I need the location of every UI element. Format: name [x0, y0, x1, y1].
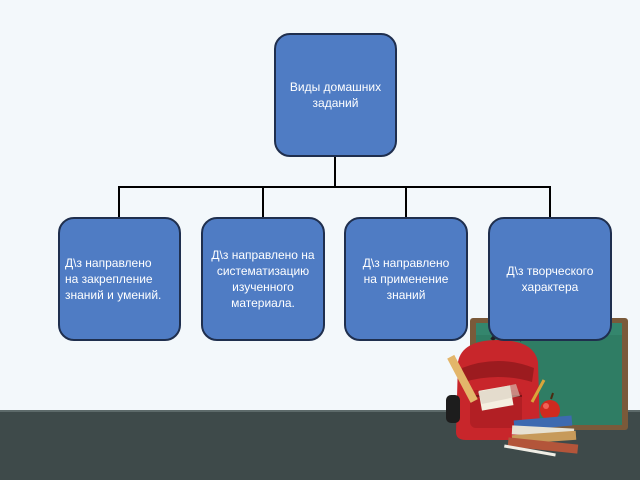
diagram-root-node: Виды домашних заданий: [274, 33, 397, 157]
diagram-child-label-2: Д\з направлено на систематизацию изученн…: [211, 248, 315, 310]
diagram-child-label-4: Д\з творческого характера: [506, 264, 594, 294]
diagram-child-label-3: Д\з направлено на применение знаний: [362, 256, 450, 302]
diagram-child-label-1: Д\з направлено на закрепление знаний и у…: [65, 256, 162, 302]
floor-edge: [0, 410, 640, 413]
diagram-child-node-4: Д\з творческого характера: [488, 217, 612, 341]
apple-icon: [540, 392, 560, 420]
diagram-child-node-1: Д\з направлено на закрепление знаний и у…: [58, 217, 181, 341]
ruler-icon: [447, 354, 520, 411]
books-icon: [504, 415, 579, 457]
diagram-root-label: Виды домашних заданий: [289, 80, 382, 110]
pencil-icon: [530, 379, 546, 403]
diagram-child-node-3: Д\з направлено на применение знаний: [344, 217, 468, 341]
diagram-child-node-2: Д\з направлено на систематизацию изученн…: [201, 217, 325, 341]
